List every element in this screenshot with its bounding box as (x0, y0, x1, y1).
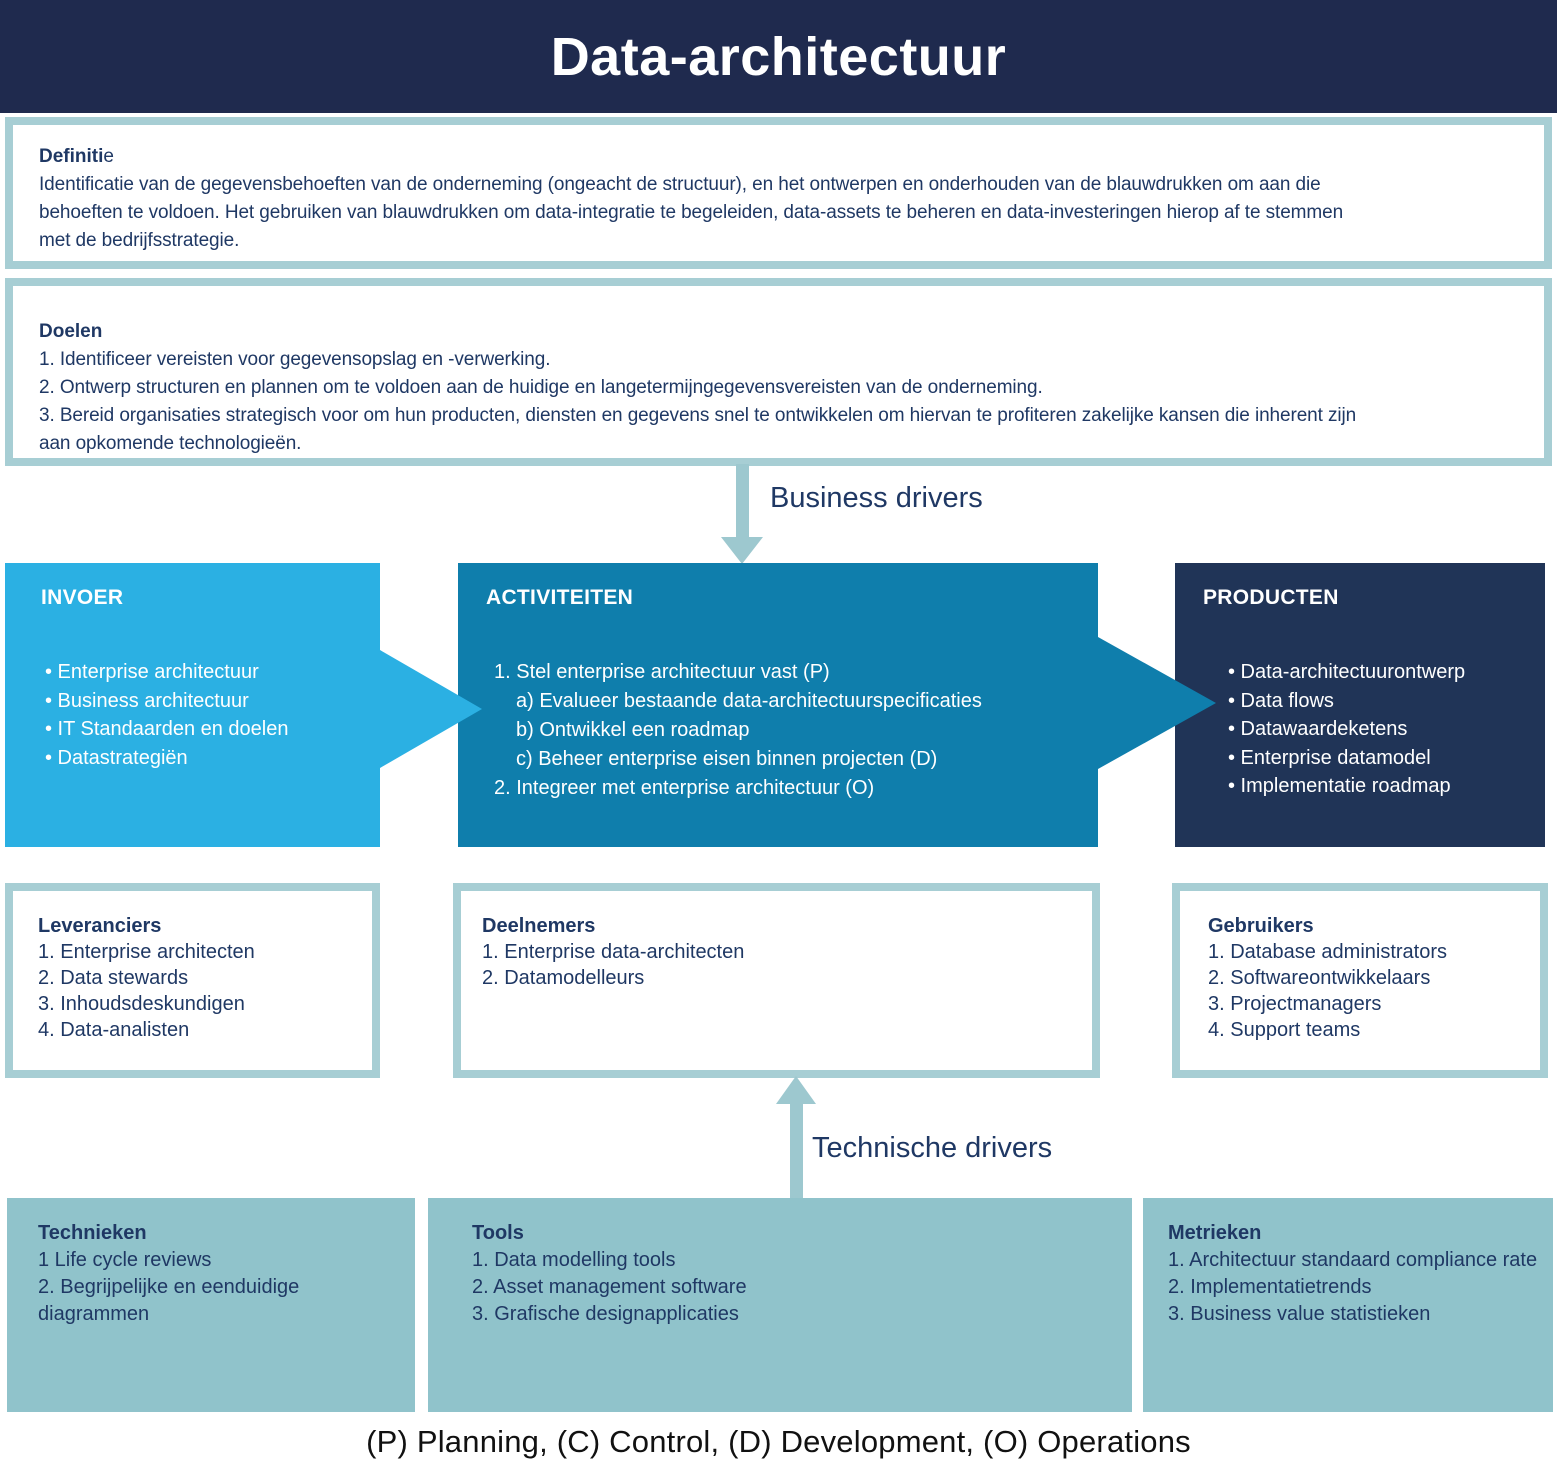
list-item: • Enterprise architectuur (45, 661, 259, 683)
list-item: 1. Identificeer vereisten voor gegevenso… (39, 349, 551, 370)
metrieken-list: 1. Architectuur standaard compliance rat… (1168, 1247, 1538, 1328)
invoer-list: • Enterprise architectuur • Business arch… (45, 658, 372, 772)
technieken-list: 1 Life cycle reviews 2. Begrijpelijke en … (38, 1247, 403, 1328)
list-item: 3. Projectmanagers (1208, 993, 1382, 1015)
goals-panel: Doelen 1. Identificeer vereisten voor ge… (5, 278, 1552, 466)
technieken-box: Technieken 1 Life cycle reviews 2. Begrij… (7, 1198, 415, 1412)
list-item: 2. Softwareontwikkelaars (1208, 967, 1431, 989)
list-item: 2. Asset management software (472, 1276, 747, 1298)
business-drivers-down-arrow-icon (721, 537, 763, 564)
list-item: 2. Integreer met enterprise architectuur… (494, 777, 875, 799)
metrieken-box: Metrieken 1. Architectuur standaard comp… (1143, 1198, 1553, 1412)
list-item: 4. Data-analisten (38, 1019, 190, 1041)
list-item: a) Evalueer bestaande data-architectuurs… (516, 690, 982, 712)
activiteiten-box: ACTIVITEITEN 1. Stel enterprise architec… (458, 563, 1098, 847)
invoer-box: INVOER • Enterprise architectuur • Busine… (5, 563, 380, 847)
header-banner: Data-architectuur (0, 0, 1557, 113)
list-item: 1. Data modelling tools (472, 1249, 676, 1271)
activiteiten-right-arrow-icon (1098, 637, 1216, 769)
gebruikers-heading: Gebruikers (1208, 915, 1314, 937)
leveranciers-panel: Leveranciers 1. Enterprise architecten 2.… (5, 883, 380, 1078)
list-item: 1 Life cycle reviews (38, 1249, 212, 1271)
list-item: aan opkomende technologieën. (39, 433, 302, 454)
leveranciers-heading: Leveranciers (38, 915, 162, 937)
list-item: b) Ontwikkel een roadmap (516, 719, 750, 741)
list-item: 2. Datamodelleurs (482, 967, 645, 989)
list-item: 2. Implementatietrends (1168, 1276, 1372, 1298)
list-item: • Implementatie roadmap (1228, 775, 1451, 797)
producten-heading: PRODUCTEN (1203, 586, 1339, 609)
tools-heading: Tools (472, 1222, 524, 1244)
page-title: Data-architectuur (550, 26, 1007, 87)
list-item: Identificatie van de gegevensbehoeften v… (39, 174, 1321, 195)
deelnemers-panel: Deelnemers 1. Enterprise data-architecte… (453, 883, 1100, 1078)
activiteiten-list: 1. Stel enterprise architectuur vast (P)… (494, 658, 1090, 803)
list-item: 3. Grafische designapplicaties (472, 1303, 739, 1325)
list-item: 1. Architectuur standaard compliance rat… (1168, 1249, 1538, 1271)
business-drivers-label: Business drivers (770, 482, 983, 514)
list-item: 1. Enterprise data-architecten (482, 941, 745, 963)
tools-list: 1. Data modelling tools 2. Asset manageme… (472, 1247, 1120, 1328)
list-item: 1. Database administrators (1208, 941, 1448, 963)
activiteiten-heading: ACTIVITEITEN (486, 586, 634, 609)
invoer-right-arrow-icon (380, 650, 482, 768)
metrieken-heading: Metrieken (1168, 1222, 1262, 1244)
goals-heading: Doelen (39, 321, 103, 342)
list-item: 1. Stel enterprise architectuur vast (P) (494, 661, 830, 683)
producten-list: • Data-architectuurontwerp • Data flows • … (1228, 658, 1537, 801)
technical-drivers-arrow-stem (790, 1103, 803, 1198)
list-item: • IT Standaarden en doelen (45, 718, 289, 740)
list-item: • Business architectuur (45, 689, 249, 712)
list-item: • Data flows (1228, 689, 1334, 712)
gebruikers-panel: Gebruikers 1. Database administrators 2. … (1172, 883, 1548, 1078)
definition-body: Identificatie van de gegevensbehoeften v… (39, 171, 1518, 255)
technical-drivers-label: Technische drivers (812, 1132, 1053, 1164)
list-item: 2. Ontwerp structuren en plannen om te v… (39, 377, 1043, 398)
list-item: 4. Support teams (1208, 1019, 1361, 1041)
business-drivers-arrow-stem (736, 464, 749, 538)
list-item: 2. Begrijpelijke en eenduidige diagramme… (38, 1276, 300, 1325)
list-item: 1. Enterprise architecten (38, 941, 255, 963)
goals-body: 1. Identificeer vereisten voor gegevenso… (39, 346, 1518, 458)
list-item: • Datawaardeketens (1228, 718, 1408, 740)
definition-heading: Definitie (39, 143, 1518, 171)
definition-panel: Definitie Identificatie van de gegevensb… (5, 117, 1552, 269)
deelnemers-list: 1. Enterprise data-architecten 2. Datamod… (482, 939, 1080, 991)
list-item: • Data-architectuurontwerp (1228, 661, 1466, 683)
deelnemers-heading: Deelnemers (482, 915, 596, 937)
legend-footer: (P) Planning, (C) Control, (D) Developme… (366, 1424, 1191, 1459)
list-item: 3. Bereid organisaties strategisch voor … (39, 405, 1357, 426)
technieken-heading: Technieken (38, 1222, 147, 1244)
list-item: met de bedrijfsstrategie. (39, 230, 240, 251)
leveranciers-list: 1. Enterprise architecten 2. Data steward… (38, 939, 360, 1043)
technical-drivers-up-arrow-icon (776, 1076, 816, 1104)
list-item: • Enterprise datamodel (1228, 746, 1431, 769)
producten-box: PRODUCTEN • Data-architectuurontwerp• Da… (1175, 563, 1545, 847)
list-item: behoeften te voldoen. Het gebruiken van … (39, 202, 1344, 223)
list-item: 2. Data stewards (38, 967, 189, 989)
gebruikers-list: 1. Database administrators 2. Softwareont… (1208, 939, 1532, 1043)
invoer-heading: INVOER (41, 586, 124, 609)
definition-heading-tail: e (103, 146, 114, 167)
list-item: 3. Inhoudsdeskundigen (38, 993, 245, 1015)
definition-heading-bold: Definiti (39, 146, 104, 167)
list-item: • Datastrategiën (45, 746, 188, 769)
list-item: c) Beheer enterprise eisen binnen projec… (516, 748, 938, 770)
tools-box: Tools 1. Data modelling tools 2. Asset ma… (428, 1198, 1132, 1412)
list-item: 3. Business value statistieken (1168, 1303, 1431, 1325)
